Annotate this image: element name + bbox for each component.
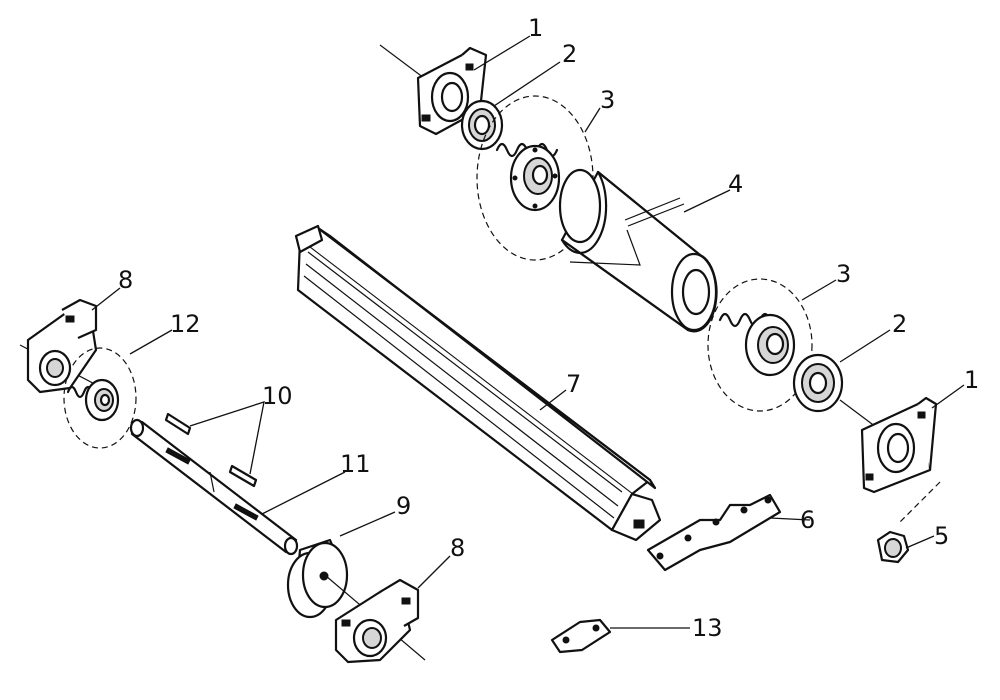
pillow-block-bottom (334, 578, 420, 664)
chain-link (550, 618, 612, 654)
part-label-2-right: 2 (892, 310, 907, 338)
bearing-housing-right (860, 396, 938, 494)
part-label-9: 9 (396, 492, 411, 520)
axis-line-nut (899, 481, 941, 523)
part-label-10: 10 (262, 382, 293, 410)
part-label-1-right: 1 (964, 366, 979, 394)
part-label-1-top: 1 (528, 14, 543, 42)
drive-pulley (286, 538, 349, 619)
bearing-ring-right (792, 353, 844, 413)
drum-roller (558, 168, 718, 333)
part-labels: 1 2 3 4 3 2 1 5 6 7 8 12 10 11 9 8 13 (118, 14, 979, 642)
sprocket-left (63, 347, 137, 449)
drive-shaft (129, 418, 299, 556)
part-label-3-top: 3 (600, 86, 615, 114)
pillow-block-left (19, 298, 111, 394)
shaft-keys (164, 412, 258, 488)
hex-nut (876, 530, 910, 564)
part-label-12: 12 (170, 310, 201, 338)
part-label-8-bottom: 8 (450, 534, 465, 562)
part-label-4: 4 (728, 170, 743, 198)
part-label-2-top: 2 (562, 40, 577, 68)
sprocket-right (707, 278, 813, 412)
part-label-3-right: 3 (836, 260, 851, 288)
chain-segment (646, 493, 782, 572)
part-label-13: 13 (692, 614, 723, 642)
bearing-ring-top (460, 99, 504, 151)
part-label-8-left: 8 (118, 266, 133, 294)
leader-lines (91, 35, 965, 629)
part-label-11: 11 (340, 450, 371, 478)
part-label-5: 5 (934, 522, 949, 550)
part-label-6: 6 (800, 506, 815, 534)
part-label-7: 7 (566, 370, 581, 398)
support-beam (294, 224, 662, 542)
